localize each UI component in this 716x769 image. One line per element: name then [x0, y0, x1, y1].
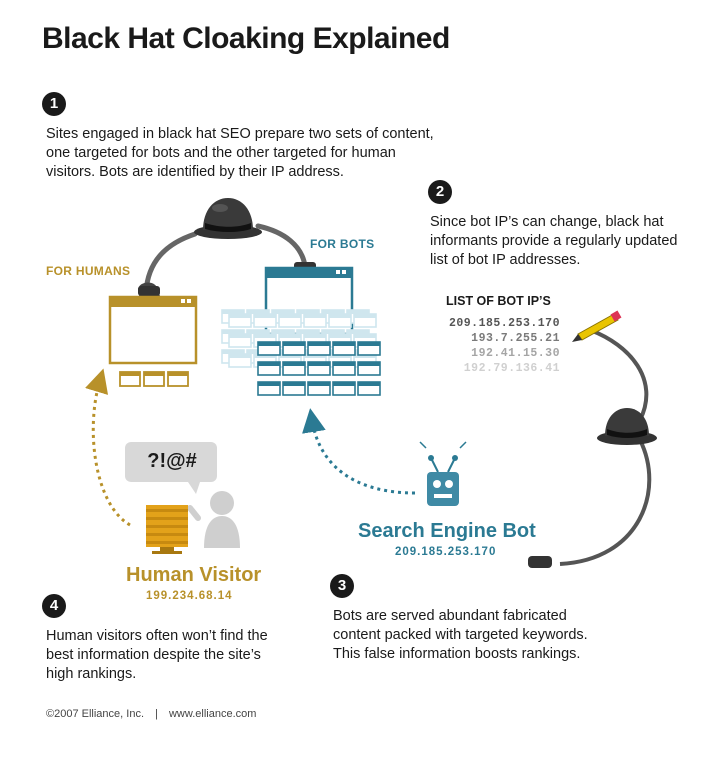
bot-content-block-bar — [329, 334, 351, 338]
bot-content-block-bar — [322, 310, 344, 314]
human-ip: 199.234.68.14 — [146, 590, 233, 602]
step-2-text: Since bot IP’s can change, black hat inf… — [430, 214, 678, 268]
bot-content-block-bar — [297, 330, 319, 334]
bot-content-block-bar — [358, 362, 380, 366]
bot-ip-item: 192.79.136.41 — [463, 362, 560, 375]
bot-content-block-bar — [222, 310, 244, 314]
for-humans-label: FOR HUMANS — [46, 264, 131, 278]
human-content-blocks — [119, 371, 189, 387]
step-1-number: 1 — [42, 92, 66, 116]
bot-content-block-bar — [283, 342, 305, 346]
bot-content-block-bar — [254, 314, 276, 318]
ip-list-curve — [559, 328, 652, 566]
hat-arm-left — [143, 231, 198, 295]
black-hat-icon-right — [597, 408, 657, 445]
bot-content-block-bar — [333, 362, 355, 366]
step-1-text: Sites engaged in black hat SEO prepare t… — [46, 126, 434, 180]
bot-content-block-bar — [333, 342, 355, 346]
bot-content-block-bar — [354, 314, 376, 318]
bot-ip-item: 209.185.253.170 — [448, 317, 560, 330]
bot-content-block-bar — [308, 342, 330, 346]
bot-content-block-bar — [272, 310, 294, 314]
footer: ©2007 Elliance, Inc. | www.elliance.com — [46, 708, 256, 720]
step-3-text: Bots are served abundant fabricated cont… — [333, 608, 588, 662]
bot-content-block-bar — [279, 314, 301, 318]
robot-icon — [419, 441, 467, 506]
hand-icon-humans — [138, 282, 160, 300]
hat-arm-right — [255, 223, 308, 269]
bot-content-block-bar — [254, 354, 276, 358]
hand-icon-bot — [528, 556, 552, 568]
bot-content-block-bar — [222, 350, 244, 354]
step-4-text: Human visitors often won’t find the best… — [46, 628, 268, 682]
bot-content-grid — [221, 309, 381, 396]
bot-content-block-bar — [308, 362, 330, 366]
bot-content-block-bar — [358, 342, 380, 346]
bot-content-block-bar — [297, 310, 319, 314]
human-browser-window — [108, 295, 198, 365]
bot-content-block-bar — [229, 334, 251, 338]
bot-content-block-bar — [247, 310, 269, 314]
bot-content-block-bar — [254, 334, 276, 338]
bot-content-block-bar — [229, 314, 251, 318]
bot-content-block-bar — [329, 354, 351, 358]
bot-content-block-bar — [333, 382, 355, 386]
person-icon — [187, 491, 240, 548]
bot-content-block-bar — [272, 330, 294, 334]
search-bot-ip: 209.185.253.170 — [395, 546, 497, 558]
speech-bubble-icon — [125, 442, 217, 494]
bot-content-block-bar — [279, 354, 301, 358]
bot-ip-list: 209.185.253.170 193.7.255.21 192.41.15.3… — [440, 317, 560, 375]
step-2-number: 2 — [428, 180, 452, 204]
computer-icon — [146, 505, 188, 554]
search-bot-label: Search Engine Bot — [358, 520, 536, 542]
bot-content-block-bar — [229, 354, 251, 358]
step-4-number: 4 — [42, 594, 66, 618]
footer-separator: | — [155, 708, 158, 720]
bot-content-block-bar — [347, 330, 369, 334]
for-bots-label: FOR BOTS — [310, 237, 375, 251]
copyright: ©2007 Elliance, Inc. — [46, 708, 144, 720]
bot-content-block-bar — [258, 342, 280, 346]
bot-content-block-bar — [222, 330, 244, 334]
bot-ip-list-title: LIST OF BOT IP’S — [446, 294, 551, 308]
bot-dotted-arrow — [302, 408, 416, 495]
human-dotted-arrow — [85, 368, 131, 527]
pencil-icon — [572, 310, 622, 342]
speech-text: ?!@# — [147, 450, 197, 472]
bot-content-block-bar — [304, 334, 326, 338]
bot-content-block-bar — [247, 330, 269, 334]
footer-url: www.elliance.com — [168, 708, 257, 720]
bot-content-block-bar — [322, 330, 344, 334]
bot-content-block-bar — [283, 382, 305, 386]
bot-ip-item: 193.7.255.21 — [471, 332, 560, 345]
bot-content-block-bar — [347, 310, 369, 314]
bot-content-block-bar — [283, 362, 305, 366]
bot-content-block-bar — [304, 354, 326, 358]
bot-content-block-bar — [258, 382, 280, 386]
bot-content-block-bar — [279, 334, 301, 338]
bot-content-block-bar — [304, 314, 326, 318]
human-visitor-label: Human Visitor — [126, 564, 262, 586]
bot-content-block-bar — [354, 334, 376, 338]
bot-content-block-bar — [329, 314, 351, 318]
bot-content-block-bar — [308, 382, 330, 386]
bot-content-block-bar — [358, 382, 380, 386]
bot-content-block-bar — [354, 354, 376, 358]
step-3-number: 3 — [330, 574, 354, 598]
page-title: Black Hat Cloaking Explained — [42, 22, 450, 55]
black-hat-icon — [194, 198, 262, 239]
bot-ip-item: 192.41.15.30 — [471, 347, 560, 360]
bot-content-block-bar — [258, 362, 280, 366]
